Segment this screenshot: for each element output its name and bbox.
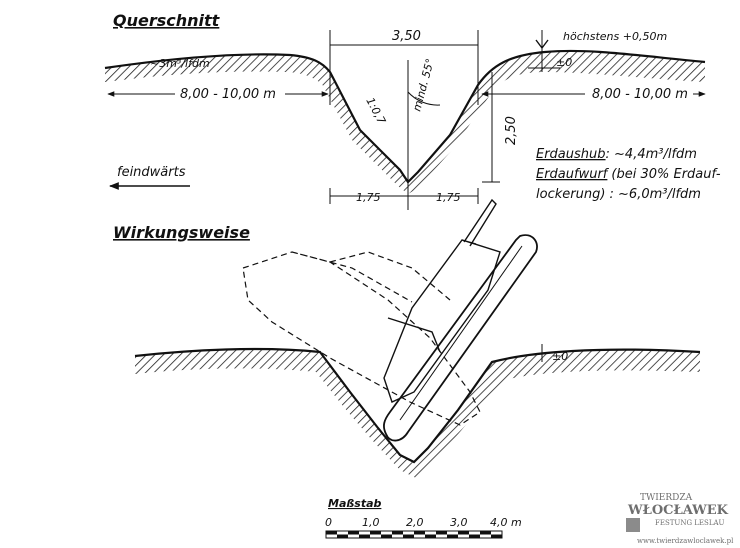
scale-bar-segment bbox=[491, 534, 502, 538]
operation-ground-line bbox=[134, 347, 701, 464]
scale-bar-segment bbox=[337, 534, 348, 538]
fill-label: Erdaufwurf(bei 30% Erdauf- bbox=[536, 167, 721, 182]
scale-bar-segment bbox=[370, 531, 381, 535]
slope-label: 1:0,7 bbox=[363, 95, 388, 126]
left-spoil-width-bg bbox=[175, 86, 285, 100]
spoil-volume-label: ~3m³/lfdm bbox=[150, 57, 210, 70]
excavation-title: Erdaushub bbox=[536, 147, 606, 162]
depth-label: 2,50 bbox=[504, 116, 519, 145]
watermark-line1: TWIERDZA bbox=[640, 493, 693, 503]
tank-gun-barrel bbox=[463, 198, 497, 247]
scale-tick-4: 4,0 m bbox=[490, 516, 522, 529]
tank-track bbox=[383, 234, 538, 442]
scale-bar-segment bbox=[326, 531, 337, 535]
scale-bar-segment bbox=[414, 531, 425, 535]
half-width-left-label: 1,75 bbox=[356, 191, 381, 204]
operation-zero-label: ±0 bbox=[552, 350, 568, 363]
scale-tick-0: 0 bbox=[325, 516, 332, 529]
top-width-label: 3,50 bbox=[392, 29, 421, 44]
angle-arc bbox=[407, 91, 441, 106]
fill-value-line2: lockerung) : ~6,0m³/lfdm bbox=[536, 187, 701, 202]
scale-tick-2: 2,0 bbox=[406, 516, 424, 529]
tank-outline-dashed bbox=[242, 251, 481, 426]
zero-level-label: ±0 bbox=[556, 56, 572, 69]
operation-ground-hatch bbox=[135, 349, 700, 478]
right-spoil-width-label: 8,00 - 10,00 m bbox=[592, 87, 688, 102]
tank-track-inner bbox=[399, 245, 523, 421]
half-width-right-label: 1,75 bbox=[436, 191, 461, 204]
cross-section: Querschnitt 3,50 höchstens +0,50m ±0 ~3m… bbox=[104, 11, 721, 210]
scale-bar-segment bbox=[458, 531, 469, 535]
scale-tick-1: 1,0 bbox=[362, 516, 380, 529]
left-spoil-width-label: 8,00 - 10,00 m bbox=[180, 87, 276, 102]
height-marker-arrow bbox=[535, 39, 549, 50]
cross-section-ground-hatch bbox=[105, 50, 705, 194]
fill-value-line1: (bei 30% Erdauf- bbox=[611, 167, 720, 182]
fill-title: Erdaufwurf bbox=[536, 167, 610, 182]
excavation-label: Erdaushub: ~4,4m³/lfdm bbox=[536, 147, 697, 162]
operation-section: Wirkungsweise ±0 bbox=[113, 198, 701, 478]
scale-bar-segment bbox=[392, 531, 403, 535]
excavation-value: : ~4,4m³/lfdm bbox=[606, 147, 697, 162]
watermark-url: www.twierdzawloclawek.pl bbox=[637, 537, 734, 545]
watermark-logo: TWIERDZA WŁOCŁAWEK FESTUNG LESLAU www.tw… bbox=[626, 493, 734, 545]
scale-bar: Maßstab 0 1,0 2,0 3,0 4,0 m bbox=[325, 497, 522, 539]
scale-bar-segment bbox=[469, 534, 480, 538]
watermark-line3: FESTUNG LESLAU bbox=[655, 519, 725, 527]
scale-bar-segments bbox=[326, 531, 502, 538]
scale-bar-segment bbox=[425, 534, 436, 538]
scale-bar-segment bbox=[359, 534, 370, 538]
direction-label: feindwärts bbox=[117, 165, 186, 180]
scale-title: Maßstab bbox=[328, 497, 382, 510]
cross-section-heading: Querschnitt bbox=[113, 11, 221, 30]
scale-bar-segment bbox=[480, 531, 491, 535]
scale-bar-segment bbox=[403, 534, 414, 538]
right-spoil-width-bg bbox=[585, 86, 693, 100]
operation-heading: Wirkungsweise bbox=[113, 223, 250, 242]
watermark-line2: WŁOCŁAWEK bbox=[627, 503, 729, 518]
scale-bar-segment bbox=[348, 531, 359, 535]
scale-bar-segment bbox=[436, 531, 447, 535]
scale-bar-segment bbox=[447, 534, 458, 538]
scale-bar-segment bbox=[381, 534, 392, 538]
watermark-emblem bbox=[626, 518, 640, 532]
scale-tick-3: 3,0 bbox=[450, 516, 468, 529]
max-height-label: höchstens +0,50m bbox=[563, 30, 667, 43]
